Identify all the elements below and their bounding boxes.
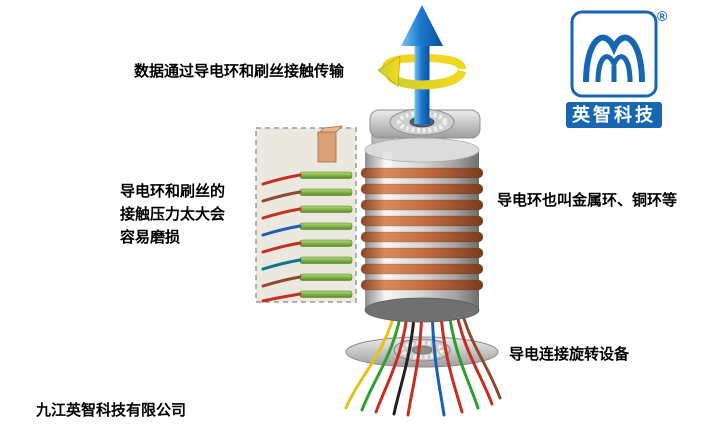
annotation-brush-wear: 导电环和刷丝的 接触压力太大会 容易磨损 — [120, 183, 226, 246]
logo-mark — [570, 10, 658, 98]
bottom-plate — [345, 336, 499, 368]
company-name: 九江英智科技有限公司 — [36, 402, 187, 419]
brush-rows — [261, 171, 353, 303]
brush-row — [261, 256, 353, 271]
conductive-rings — [360, 167, 484, 291]
annotation-ring-alias: 导电环也叫金属环、铜环等 — [497, 192, 678, 209]
up-arrow-icon — [401, 5, 443, 124]
registered-trademark-icon: ® — [657, 8, 668, 24]
brush-row — [261, 239, 353, 254]
brush-row — [261, 171, 353, 186]
brush-row — [261, 205, 353, 220]
body-bottom-cap — [364, 297, 480, 323]
brush-row — [261, 188, 353, 203]
brush-row — [261, 290, 353, 303]
annotation-rotating-device: 导电连接旋转设备 — [509, 346, 630, 363]
rotation-arrow-icon — [377, 55, 467, 90]
logo-brand-text: 英智科技 — [566, 102, 662, 128]
brush-row — [261, 273, 353, 288]
brush-row — [261, 222, 353, 237]
annotation-data-transmission: 数据通过导电环和刷丝接触传输 — [134, 63, 345, 80]
